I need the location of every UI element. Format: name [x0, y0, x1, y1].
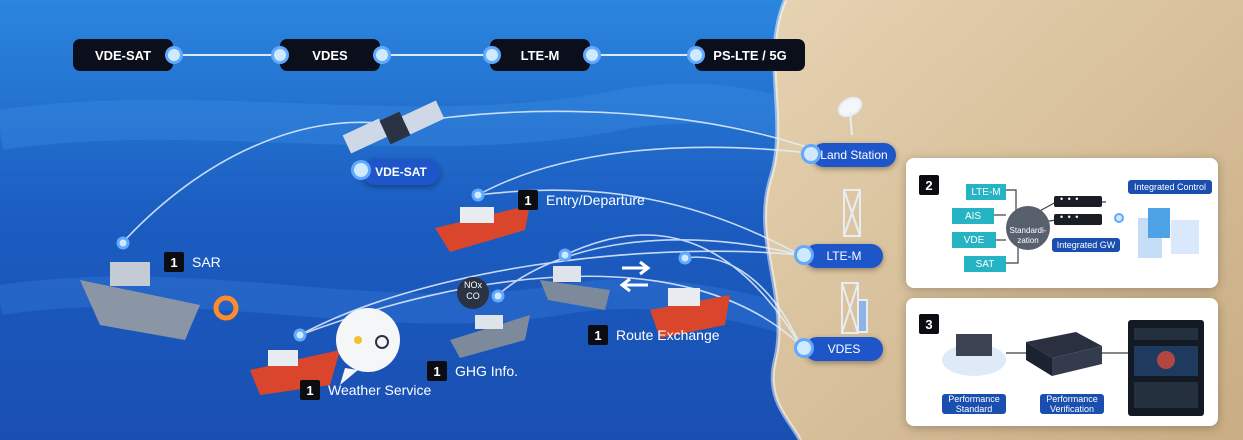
shore-lte-m-label: LTE-M: [826, 249, 862, 263]
integration-panel: 2 LTE-M AIS VDE SAT Standardi-: [906, 158, 1218, 288]
panel-number: 2: [919, 175, 939, 195]
input-ais-label: AIS: [964, 210, 982, 222]
panel-number: 3: [919, 314, 939, 334]
service-ghg-info: 1 GHG Info.: [427, 361, 518, 381]
integration-connectors: [994, 189, 1199, 264]
service-label: GHG Info.: [455, 363, 519, 379]
service-number: 1: [300, 380, 320, 400]
service-number: 1: [164, 252, 184, 272]
shore-vdes-label: VDES: [827, 342, 861, 356]
service-number: 1: [427, 361, 447, 381]
emission-bubble: NOx CO: [458, 280, 488, 302]
performance-verification-text: Performance Verification: [1046, 394, 1098, 414]
network-lte-m: LTE-M: [490, 39, 590, 71]
service-label: Route Exchange: [616, 327, 720, 343]
service-sar: 1 SAR: [164, 252, 221, 272]
performance-standard-label: Performance Standard: [942, 394, 1006, 414]
control-label-text: Integrated Control: [1133, 182, 1207, 192]
network-lte-m-label: LTE-M: [520, 47, 560, 63]
network-vdes-label: VDES: [312, 47, 348, 63]
network-ps-lte-5g: PS-LTE / 5G: [695, 39, 805, 71]
network-vdes: VDES: [280, 39, 380, 71]
shore-land-station: Land Station: [804, 143, 896, 167]
network-vde-sat: VDE-SAT: [73, 39, 173, 71]
network-node-dot: [486, 49, 498, 61]
network-bar-line: [170, 54, 690, 56]
network-node-dot: [168, 49, 180, 61]
performance-panel: 3 Performance Standard Performance Verif…: [906, 298, 1218, 426]
service-label: Entry/Departure: [546, 192, 645, 208]
service-number: 1: [588, 325, 608, 345]
input-vde: VDE: [952, 232, 996, 248]
service-label: Weather Service: [328, 382, 432, 398]
performance-verification-label: Performance Verification: [1040, 394, 1104, 414]
service-label: SAR: [192, 254, 221, 270]
network-node-dot: [586, 49, 598, 61]
satellite-label: VDE-SAT: [354, 159, 440, 185]
shore-vdes: VDES: [797, 337, 883, 361]
network-node-dot: [376, 49, 388, 61]
shore-land-station-label: Land Station: [820, 148, 888, 162]
service-route-exchange: 1 Route Exchange: [588, 325, 720, 345]
standardization-hub: Standardi- zation: [1006, 216, 1050, 246]
input-lte-m: LTE-M: [966, 184, 1006, 200]
input-ais: AIS: [952, 208, 994, 224]
input-lte-m-label: LTE-M: [971, 186, 1001, 198]
service-entry-departure: 1 Entry/Departure: [518, 190, 645, 210]
gateway-server-bottom: [1054, 212, 1102, 225]
network-node-dot: [690, 49, 702, 61]
control-label: Integrated Control: [1128, 180, 1212, 194]
network-node-dot: [274, 49, 286, 61]
satellite-label-text: VDE-SAT: [375, 165, 427, 179]
gateway-server-top: [1054, 194, 1102, 207]
performance-standard-text: Performance Standard: [948, 394, 1000, 414]
network-ps-lte-5g-label: PS-LTE / 5G: [713, 47, 787, 63]
gateway-label-text: Integrated GW: [1056, 240, 1116, 250]
input-vde-label: VDE: [963, 234, 985, 246]
emission-line-nox: NOx: [464, 280, 482, 290]
standardization-hub-label: Standardi- zation: [1009, 226, 1047, 245]
emission-line-co: CO: [466, 291, 480, 301]
service-weather: 1 Weather Service: [300, 380, 431, 400]
input-sat-label: SAT: [975, 258, 995, 270]
performance-illustration: [942, 320, 1204, 416]
network-vde-sat-label: VDE-SAT: [94, 47, 152, 63]
gateway-label: Integrated GW: [1052, 238, 1120, 252]
input-sat: SAT: [964, 256, 1006, 272]
shore-lte-m: LTE-M: [797, 244, 883, 268]
service-number: 1: [518, 190, 538, 210]
